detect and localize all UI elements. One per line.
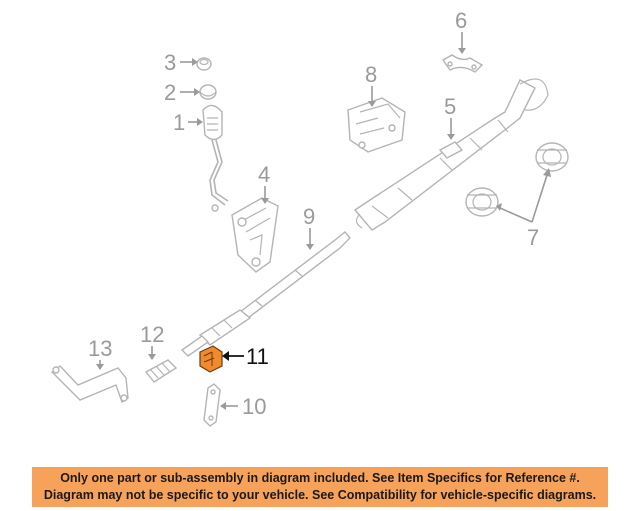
callout-12: 12 xyxy=(140,322,164,347)
part-9-shaft xyxy=(180,231,351,357)
part-2-cap xyxy=(199,84,217,100)
part-7-bushings xyxy=(465,142,569,217)
part-6-clamp xyxy=(441,54,484,73)
part-1-shift-lever xyxy=(202,104,229,212)
part-10-link xyxy=(203,383,221,427)
callout-9: 9 xyxy=(303,204,315,229)
part-13-linkage xyxy=(50,365,129,404)
callout-arrows xyxy=(96,32,551,410)
callout-11-highlighted: 11 xyxy=(246,344,269,369)
part-3-nut xyxy=(196,57,212,71)
callout-5: 5 xyxy=(444,94,456,119)
callout-2: 2 xyxy=(164,80,176,105)
callout-3: 3 xyxy=(164,50,176,75)
callout-6: 6 xyxy=(455,8,467,33)
part-11-highlighted-clip xyxy=(199,345,223,373)
part-4-bracket xyxy=(231,197,279,273)
callout-10: 10 xyxy=(242,394,266,419)
callout-13: 13 xyxy=(88,336,112,361)
disclaimer-line-1: Only one part or sub-assembly in diagram… xyxy=(60,471,580,485)
disclaimer-banner: Only one part or sub-assembly in diagram… xyxy=(32,467,608,507)
callout-8: 8 xyxy=(365,62,377,87)
callout-4: 4 xyxy=(258,162,270,187)
part-5-column-tube xyxy=(353,78,549,231)
part-8-housing xyxy=(347,97,406,153)
disclaimer-line-2: Diagram may not be specific to your vehi… xyxy=(43,488,597,502)
steering-column-diagram: 3 2 1 4 6 8 5 7 9 12 13 10 11 xyxy=(50,8,569,427)
callout-1: 1 xyxy=(173,110,185,135)
part-12-spring xyxy=(144,359,178,383)
callout-7: 7 xyxy=(527,225,539,250)
